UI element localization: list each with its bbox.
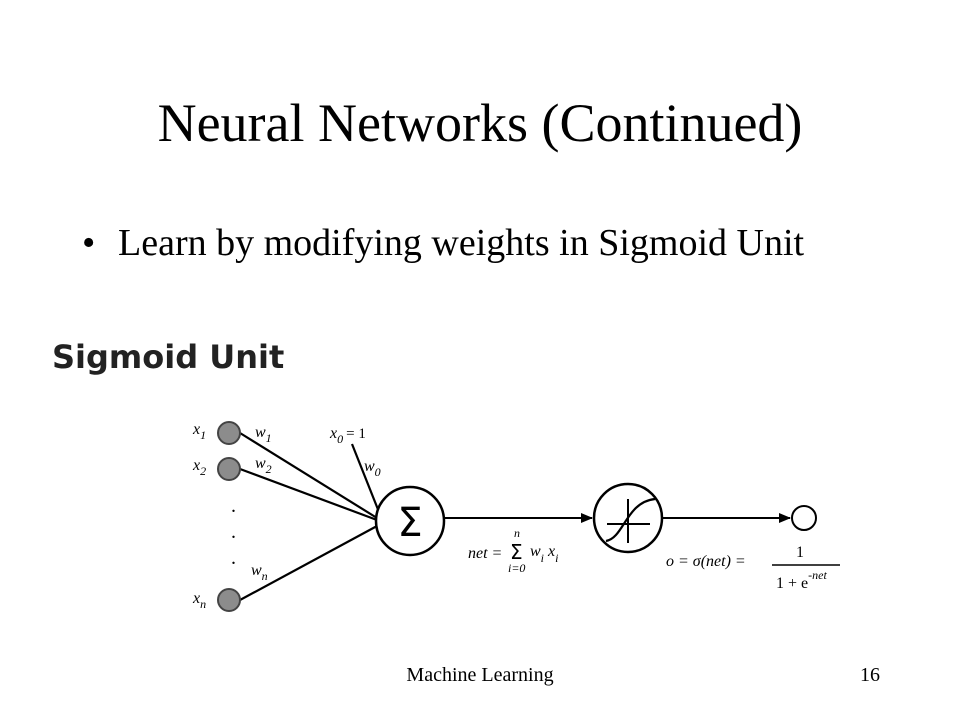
summation-node — [374, 485, 446, 557]
label-x0: x0= 1 — [329, 425, 366, 446]
ellipsis-dot-1: . — [231, 495, 236, 517]
label-x2: x2 — [192, 457, 206, 478]
ellipsis-dot-2: . — [231, 521, 236, 543]
bullet-glyph: • — [82, 222, 96, 264]
ellipsis-dot-3: . — [231, 547, 236, 569]
net-formula-sum: Σ — [510, 540, 523, 564]
edge-x0 — [350, 443, 381, 513]
diagram-heading: Sigmoid Unit — [52, 338, 285, 376]
net-formula-lower: i=0 — [508, 561, 525, 575]
slide-title: Neural Networks (Continued) — [157, 93, 803, 153]
label-x1: x1 — [192, 421, 206, 442]
footer-page-number: 16 — [860, 664, 880, 686]
label-w1: w1 — [255, 424, 272, 445]
edge-x1 — [239, 432, 378, 519]
label-w0: w0 — [364, 458, 381, 479]
output-formula-lhs: o = σ(net) = — [666, 553, 746, 570]
edge-xn — [239, 525, 378, 601]
output-formula-numerator: 1 — [796, 544, 804, 561]
input-node-xn — [217, 588, 241, 612]
edge-x2 — [239, 467, 378, 522]
input-node-x2 — [217, 457, 241, 481]
bullet-item: • Learn by modifying weights in Sigmoid … — [82, 220, 862, 267]
output-node — [791, 505, 817, 531]
input-node-x1 — [217, 421, 241, 445]
net-formula-lhs: net = — [468, 545, 502, 562]
label-w2: w2 — [255, 455, 272, 476]
net-formula-upper: n — [514, 526, 520, 540]
summation-symbol: Σ — [397, 500, 422, 546]
sigmoid-curve-icon — [605, 497, 656, 543]
label-wn: wn — [251, 562, 268, 583]
bullet-text: Learn by modifying weights in Sigmoid Un… — [118, 222, 805, 264]
output-formula-denominator: 1 + e-net — [776, 568, 827, 592]
label-xn: xn — [192, 590, 206, 611]
footer-course: Machine Learning — [406, 664, 554, 686]
